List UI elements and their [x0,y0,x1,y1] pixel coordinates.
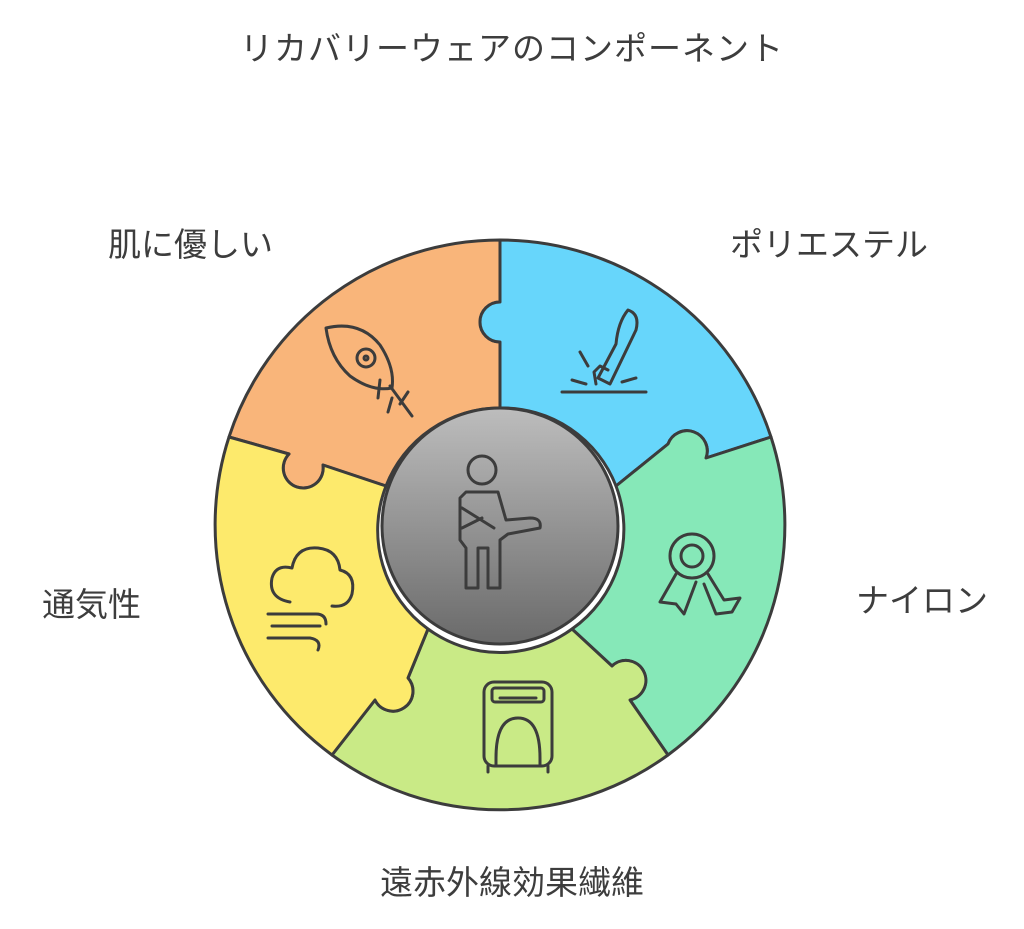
label-skin-friendly: 肌に優しい [108,225,273,264]
segment-breathability [213,435,430,757]
injured-person-icon [458,454,542,590]
label-far-infrared-fiber: 遠赤外線効果繊維 [380,863,644,902]
knife-cut-icon [560,308,648,394]
center-circle [380,406,620,646]
cloud-wind-icon [266,546,355,652]
diagram-title: リカバリーウェアのコンポーネント [240,29,784,68]
heater-icon [482,680,554,774]
label-nylon: ナイロン [856,581,988,620]
feather-icon [324,324,414,418]
award-ribbon-icon [658,532,742,616]
label-polyester: ポリエステル [730,225,928,264]
label-breathability: 通気性 [42,585,141,624]
